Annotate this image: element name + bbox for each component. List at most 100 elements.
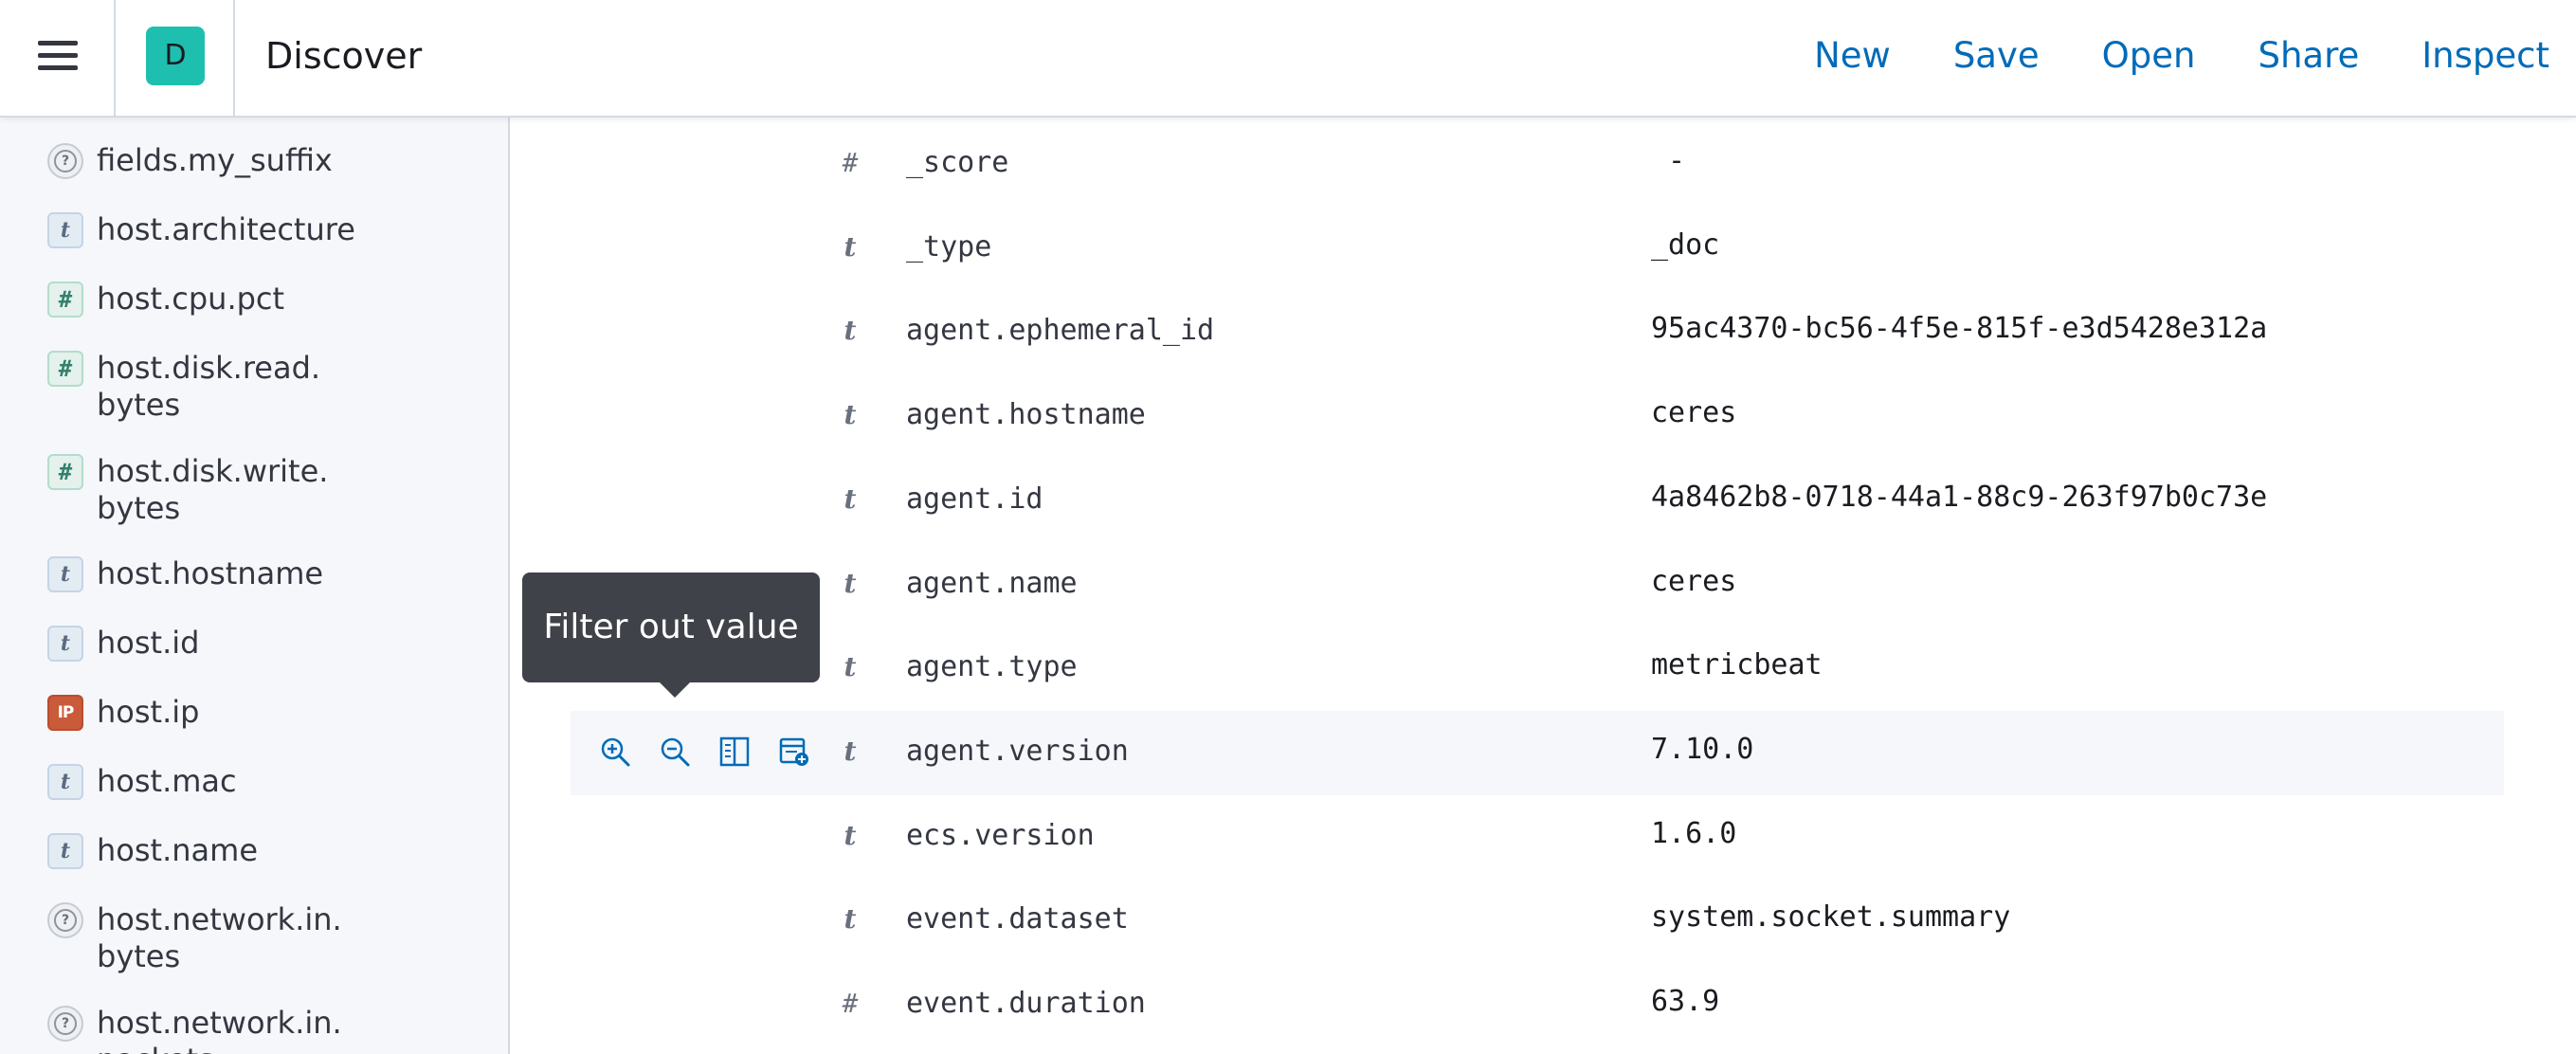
- sidebar-field-item[interactable]: t host.name: [47, 832, 258, 869]
- field-value: 63.9: [1651, 985, 1720, 1018]
- sidebar-field-item[interactable]: ? host.network.in. packets: [47, 1005, 342, 1054]
- string-field-type-icon: t: [844, 819, 857, 851]
- number-field-type-icon: #: [47, 351, 83, 387]
- sidebar-field-name: host.ip: [97, 694, 200, 730]
- field-name: agent.id: [906, 482, 1043, 516]
- page-title: Discover: [265, 35, 423, 77]
- sidebar-field-name: host.cpu.pct: [97, 281, 285, 317]
- share-link[interactable]: Share: [2258, 35, 2360, 76]
- sidebar-field-name: host.name: [97, 832, 258, 868]
- string-field-type-icon: t: [844, 399, 857, 431]
- sidebar-field-item[interactable]: t host.mac: [47, 763, 237, 800]
- field-name: _type: [906, 229, 992, 264]
- new-link[interactable]: New: [1814, 35, 1891, 76]
- filter-out-tooltip: Filter out value: [522, 572, 820, 682]
- unknown-field-type-icon: ?: [47, 1006, 83, 1042]
- number-field-type-icon: #: [842, 147, 859, 178]
- sidebar-field-name: host.disk.read. bytes: [97, 350, 321, 423]
- table-row: t event.dataset system.socket.summary: [571, 879, 2504, 963]
- field-name: agent.version: [906, 734, 1129, 768]
- string-field-type-icon: t: [47, 556, 83, 592]
- string-field-type-icon: t: [844, 735, 857, 767]
- filter-exists-icon[interactable]: [772, 730, 816, 773]
- filter-in-icon[interactable]: [593, 730, 637, 773]
- sidebar-field-item[interactable]: IP host.ip: [47, 694, 199, 731]
- string-field-type-icon: t: [47, 626, 83, 662]
- sidebar-field-name: fields.my_suffix: [97, 142, 333, 178]
- header-divider: [114, 0, 116, 116]
- filter-out-icon[interactable]: [653, 730, 697, 773]
- field-name: agent.hostname: [906, 398, 1146, 432]
- space-avatar[interactable]: D: [146, 27, 205, 85]
- sidebar-field-name: host.disk.write. bytes: [97, 453, 329, 526]
- save-link[interactable]: Save: [1952, 35, 2040, 76]
- string-field-type-icon: t: [844, 315, 857, 347]
- table-row: # event.duration 63.9: [571, 963, 2504, 1047]
- field-name: event.duration: [906, 987, 1146, 1020]
- header-divider: [233, 0, 235, 116]
- top-nav-header: D Discover New Save Open Share Inspect: [0, 0, 2576, 118]
- number-field-type-icon: #: [47, 454, 83, 490]
- string-field-type-icon: t: [47, 764, 83, 800]
- sidebar-field-item[interactable]: ? host.network.in. bytes: [47, 901, 342, 975]
- field-name: agent.type: [906, 650, 1078, 684]
- field-value: 7.10.0: [1651, 732, 1754, 766]
- field-value: 1.6.0: [1651, 816, 1737, 850]
- field-name: event.dataset: [906, 902, 1129, 936]
- field-name: ecs.version: [906, 818, 1095, 852]
- field-value: -: [1651, 144, 1686, 177]
- string-field-type-icon: t: [844, 482, 857, 515]
- inspect-link[interactable]: Inspect: [2422, 35, 2549, 76]
- sidebar-field-name: host.id: [97, 625, 200, 661]
- sidebar-field-name: host.architecture: [97, 211, 355, 247]
- sidebar-field-item[interactable]: t host.id: [47, 625, 199, 662]
- string-field-type-icon: t: [47, 833, 83, 869]
- table-row: t agent.version 7.10.0: [571, 710, 2504, 795]
- sidebar-field-item[interactable]: t host.architecture: [47, 211, 355, 248]
- string-field-type-icon: t: [844, 230, 857, 263]
- string-field-type-icon: t: [844, 903, 857, 936]
- table-row: t agent.type metricbeat: [571, 627, 2504, 711]
- string-field-type-icon: t: [47, 212, 83, 248]
- sidebar-field-name: host.hostname: [97, 555, 324, 591]
- field-name: agent.ephemeral_id: [906, 314, 1215, 348]
- field-value: system.socket.summary: [1651, 900, 2011, 935]
- string-field-type-icon: t: [844, 651, 857, 683]
- field-value: ceres: [1651, 564, 1737, 598]
- table-row: t ecs.version 1.6.0: [571, 795, 2504, 880]
- field-value: ceres: [1651, 396, 1737, 430]
- table-row: t agent.name ceres: [571, 543, 2504, 627]
- field-value: _doc: [1651, 227, 1720, 262]
- top-nav-menu: New Save Open Share Inspect: [1751, 30, 2549, 82]
- table-row: t _type _doc: [571, 207, 2504, 291]
- sidebar-field-item[interactable]: #host.cpu.pct: [47, 281, 284, 318]
- table-row: t agent.ephemeral_id 95ac4370-bc56-4f5e-81…: [571, 290, 2504, 374]
- table-row: t agent.hostname ceres: [571, 374, 2504, 459]
- row-actions: [593, 730, 832, 773]
- table-row: t agent.id 4a8462b8-0718-44a1-88c9-263f97b…: [571, 459, 2504, 543]
- sidebar-field-name: host.mac: [97, 763, 237, 799]
- field-name: _score: [906, 146, 1009, 179]
- sidebar-field-item[interactable]: t host.hostname: [47, 555, 323, 592]
- sidebar-field-item[interactable]: ? fields.my_suffix: [47, 142, 333, 179]
- ip-field-type-icon: IP: [47, 695, 83, 731]
- unknown-field-type-icon: ?: [47, 902, 83, 938]
- string-field-type-icon: t: [844, 567, 857, 599]
- hamburger-menu-icon[interactable]: [36, 35, 80, 79]
- table-row: # _score -: [571, 122, 2504, 207]
- field-value: 95ac4370-bc56-4f5e-815f-e3d5428e312a: [1651, 312, 2268, 346]
- sidebar-field-name: host.network.in. bytes: [97, 901, 342, 974]
- toggle-column-icon[interactable]: [713, 730, 756, 773]
- field-name: agent.name: [906, 566, 1078, 600]
- tooltip-arrow: [658, 681, 692, 698]
- sidebar-field-name: host.network.in. packets: [97, 1005, 342, 1054]
- unknown-field-type-icon: ?: [47, 143, 83, 179]
- number-field-type-icon: #: [842, 988, 859, 1019]
- sidebar-field-item[interactable]: # host.disk.write. bytes: [47, 453, 328, 527]
- field-value: metricbeat: [1651, 648, 1823, 682]
- open-link[interactable]: Open: [2101, 35, 2196, 76]
- field-value: 4a8462b8-0718-44a1-88c9-263f97b0c73e: [1651, 480, 2268, 514]
- sidebar-field-item[interactable]: # host.disk.read. bytes: [47, 350, 320, 424]
